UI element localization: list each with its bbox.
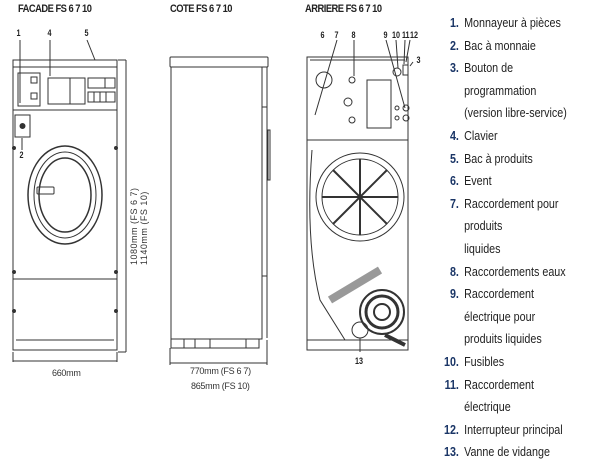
callout-9: 9: [383, 30, 388, 40]
legend-text: Raccordement pour produits: [464, 196, 559, 234]
callout-8: 8: [351, 30, 356, 40]
legend-text: Clavier: [464, 128, 498, 143]
legend-number: 4.: [449, 128, 459, 143]
legend-text: Fusibles: [464, 354, 505, 369]
legend-text: Bac à produits: [464, 151, 533, 166]
depth-label-fs10: 865mm (FS 10): [191, 381, 250, 391]
side-view-drawing: [169, 56, 271, 365]
legend-continuation: produits liquides: [464, 332, 542, 347]
machine-drawings: [12, 39, 414, 365]
legend-number: 6.: [449, 174, 459, 189]
legend-text: Interrupteur principal: [464, 422, 563, 437]
legend-item: 12. Interrupteur principal: [440, 419, 578, 442]
callout-1: 1: [16, 28, 21, 38]
callout-10: 10: [392, 30, 401, 40]
legend-item: 2. Bac à monnaie: [440, 35, 578, 58]
callout-2: 2: [19, 150, 24, 160]
legend-number: 13.: [443, 445, 459, 460]
side-view-title: COTE FS 6 7 10: [170, 3, 232, 15]
callout-5: 5: [84, 28, 89, 38]
front-view-drawing: [12, 39, 127, 362]
legend-text: Bouton de programmation: [464, 61, 537, 98]
legend-number: 12.: [443, 422, 459, 437]
callout-4: 4: [47, 28, 52, 38]
legend-number: 10.: [443, 354, 459, 369]
callout-13: 13: [355, 356, 364, 366]
legend-item: 10. Fusibles: [440, 351, 578, 374]
height-label-fs67: 1080mm (FS 6 7): [129, 187, 139, 265]
legend-text: Monnayeur à pièces: [464, 16, 561, 30]
legend-text: Raccordements eaux: [464, 264, 566, 279]
legend-number: 7.: [449, 196, 459, 211]
rear-view-drawing: [306, 39, 414, 352]
legend-text: Event: [464, 174, 492, 189]
legend-continuation: (version libre-service): [464, 106, 567, 121]
legend-number: 3.: [449, 61, 459, 76]
legend-item: 7. Raccordement pour produits: [440, 193, 578, 238]
callout-6: 6: [320, 30, 325, 40]
legend-number: 1.: [449, 16, 459, 30]
legend-item: 1. Monnayeur à pièces: [440, 12, 578, 35]
callout-12: 12: [410, 30, 419, 40]
front-view-title: FACADE FS 6 7 10: [18, 3, 92, 15]
legend-item: 11. Raccordement électrique: [440, 374, 578, 419]
legend-text: Raccordement électrique: [464, 377, 534, 415]
legend-item: 5. Bac à produits: [440, 148, 578, 171]
callout-7: 7: [334, 30, 339, 40]
legend-number: 9.: [449, 287, 459, 302]
legend-item: 9. Raccordement électrique pour: [440, 283, 578, 328]
legend-text: Vanne de vidange: [464, 445, 550, 460]
legend-item: 3. Bouton de programmation: [440, 57, 578, 102]
height-label-fs10: 1140mm (FS 10): [139, 191, 149, 265]
callout-3: 3: [416, 55, 421, 65]
callout-11: 11: [401, 30, 410, 40]
legend-continuation: liquides: [464, 241, 501, 256]
legend-text: Raccordement électrique pour: [464, 287, 536, 324]
rear-view-title: ARRIERE FS 6 7 10: [305, 3, 382, 15]
legend-number: 11.: [444, 377, 459, 392]
legend-number: 8.: [449, 264, 459, 279]
legend-number: 5.: [449, 151, 459, 166]
legend-item: 6. Event: [440, 170, 578, 193]
legend-item: 4. Clavier: [440, 125, 578, 148]
legend-item: 13. Vanne de vidange: [440, 441, 578, 464]
legend: 1. Monnayeur à pièces 2. Bac à monnaie 3. B…: [440, 12, 578, 464]
legend-text: Bac à monnaie: [464, 38, 536, 53]
width-label: 660mm: [52, 368, 81, 378]
legend-item: 8. Raccordements eaux: [440, 261, 578, 284]
legend-number: 2.: [449, 38, 459, 53]
depth-label-fs67: 770mm (FS 6 7): [190, 366, 251, 376]
